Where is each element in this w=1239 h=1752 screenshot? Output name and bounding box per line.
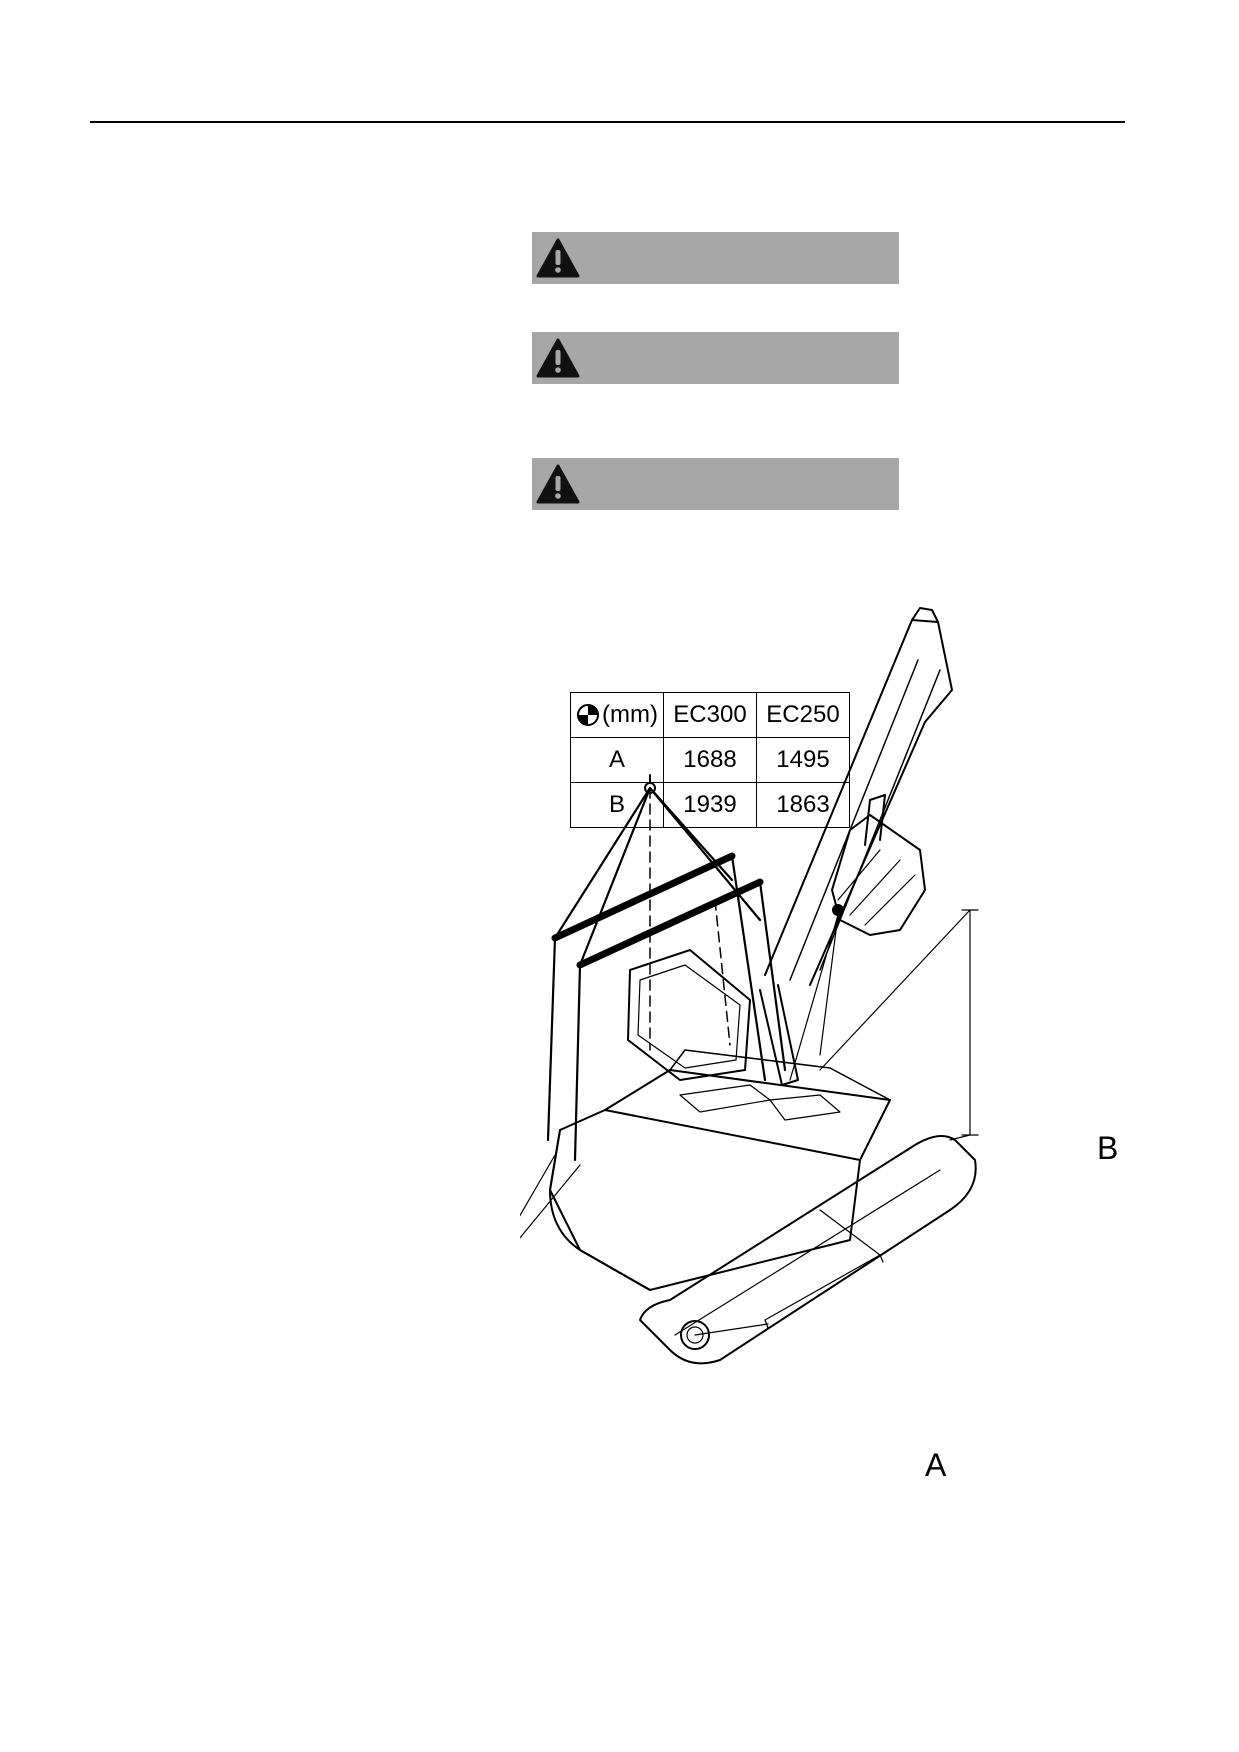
dimension-line-a: [694, 1209, 884, 1336]
table-cell: B: [570, 782, 664, 828]
warning-triangle-icon: [536, 238, 580, 278]
table-cell: 1688: [663, 737, 757, 783]
table-header-row: (mm) EC300 EC250: [570, 692, 850, 738]
excavator-track: [639, 1135, 977, 1365]
excavator-cab: [627, 949, 751, 1081]
excavator-bucket: [831, 814, 926, 936]
table-cell: 1939: [663, 782, 757, 828]
spreader-bar-2: [576, 878, 764, 969]
lifting-point-icon: [832, 904, 844, 916]
table-cell: A: [570, 737, 664, 783]
dimension-label-a: A: [925, 1447, 947, 1483]
warning-triangle-icon: [536, 464, 580, 504]
lifting-sling-1: [553, 786, 762, 967]
warning-banner-3: [532, 458, 899, 510]
warning-triangle-icon: [536, 338, 580, 378]
unit-label: (mm): [602, 701, 658, 728]
dimension-line-b: [819, 909, 979, 1141]
lifting-dimensions-table: (mm) EC300 EC250 A 1688 1495 B 1939 1863: [570, 692, 850, 828]
table-cell: 1863: [756, 782, 850, 828]
table-header-cell-unit: (mm): [570, 692, 664, 738]
header-rule: [90, 121, 1125, 123]
table-header-cell-ec250: EC250: [756, 692, 850, 738]
table-row: A 1688 1495: [570, 737, 850, 783]
center-of-gravity-icon: [577, 704, 600, 726]
spreader-bar-1: [551, 852, 736, 942]
table-row: B 1939 1863: [570, 782, 850, 828]
excavator-counterweight: [549, 1109, 861, 1291]
table-header-cell-ec300: EC300: [663, 692, 757, 738]
table-cell: 1495: [756, 737, 850, 783]
warning-banner-2: [532, 332, 899, 384]
warning-banner-1: [532, 232, 899, 284]
dimension-label-b: B: [1097, 1130, 1119, 1166]
excavator-boom: [764, 619, 953, 986]
excavator-lifting-illustration: [520, 607, 979, 1365]
